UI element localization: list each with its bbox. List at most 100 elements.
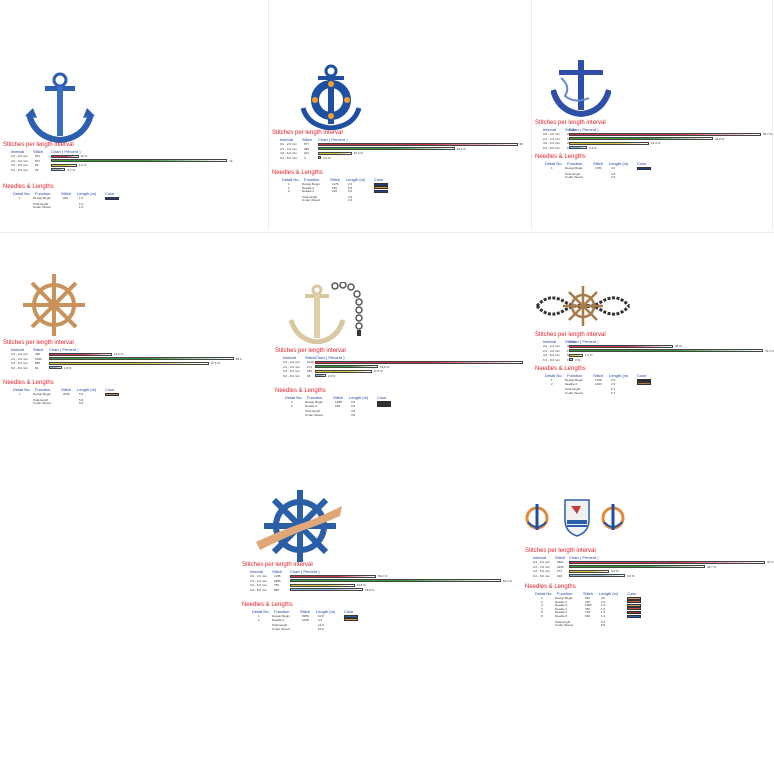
function-header: Function: [567, 373, 583, 378]
percent-bar: [49, 361, 209, 365]
stitches-section-title: Stitches per length interval: [3, 340, 74, 346]
interval-label: 6.0 - 8.0 mm: [11, 167, 28, 172]
percent-bar: [51, 159, 228, 162]
detail-no: 3: [541, 603, 543, 608]
detail-no: 3: [288, 189, 290, 194]
percent-bar: [290, 583, 355, 587]
percent-label: 54.3 %: [502, 578, 513, 583]
stitches-section-title: Stitches per length interval: [535, 332, 606, 338]
under-thread-row: Under thread 4.3: [545, 175, 675, 179]
stitch-count: 201: [304, 151, 310, 155]
thread-color-swatch: [105, 196, 119, 200]
percent-label: 11.5 %: [373, 369, 383, 373]
detail-no: 5: [541, 610, 543, 615]
interval-label: 6.0 - 8.0 mm: [250, 587, 267, 592]
interval-label: 4.0 - 6.0 mm: [11, 361, 28, 365]
percent-bar: [569, 574, 625, 577]
needles-section-title: Needles & Lengths: [535, 154, 586, 160]
total-label: Under thread: [305, 412, 323, 417]
total-label: Total length: [302, 194, 318, 199]
total-value: 10.5: [318, 626, 324, 631]
needle-length: 1.4: [601, 614, 606, 618]
percent-bar: [569, 560, 765, 564]
percent-label: 19.6 %: [456, 146, 466, 151]
percent-label: 72: [229, 158, 233, 163]
thread-color-swatch: [374, 189, 388, 193]
chart-percent-header: Chart ( Percent ): [290, 569, 320, 574]
stitch-count: 1186: [274, 574, 281, 578]
interval-label: 6.0 - 8.0 mm: [543, 357, 560, 362]
color-header: Color: [627, 591, 637, 596]
total-label: Under thread: [272, 626, 290, 631]
needle-stitch: 1180: [585, 603, 592, 608]
interval-label: 2.0 - 4.0 mm: [280, 146, 297, 151]
interval-label: 2.0 - 4.0 mm: [11, 158, 28, 163]
detail-no: 2: [288, 185, 290, 190]
needle-function: Needle 4: [555, 606, 568, 611]
interval-label: 2.0 - 4.0 mm: [250, 578, 267, 583]
percent-label: 56.7 %: [763, 132, 773, 136]
percent-bar: [569, 137, 713, 140]
stitch-count: 196: [557, 573, 563, 578]
needle-function: Needle 2: [272, 617, 285, 622]
stitch-count: 1015: [307, 360, 314, 364]
percent-label: 12 %: [80, 154, 88, 158]
needle-length: 3.6: [351, 400, 356, 404]
needle-function: Needle 2: [305, 403, 318, 408]
color-header: Color: [637, 161, 647, 166]
percent-label: 4.3 %: [589, 145, 597, 150]
ship-wheel-art: [23, 274, 85, 336]
stitch-interval-row: 0.0 - 2.0 mm98156.7 %: [543, 132, 774, 136]
interval-label: 6.0 - 8.0 mm: [533, 573, 550, 578]
length-header: Length (m): [599, 591, 619, 596]
stitch-count: 19: [567, 358, 570, 362]
needle-function: Needle 2: [565, 381, 578, 386]
stitch-header: Stitch: [33, 149, 44, 154]
needles-section-title: Needles & Lengths: [272, 170, 323, 176]
total-label: Total length: [33, 201, 49, 206]
stitch-count: 2905: [557, 564, 564, 569]
grid-divider: [0, 232, 774, 233]
stitch-count: 29: [35, 167, 39, 172]
needle-stitch: 1293: [595, 381, 602, 386]
total-label: Under thread: [565, 175, 583, 180]
chart-percent-header: Chart ( Percent ): [318, 137, 348, 142]
percent-bar: [51, 163, 77, 167]
interval-header: Interval: [533, 555, 547, 560]
percent-bar: [569, 358, 573, 361]
detail-no: 1: [19, 196, 21, 200]
total-value: 2.2: [348, 198, 353, 203]
needle-function: Design Begin: [565, 378, 583, 382]
length-header: Length (m): [77, 387, 97, 392]
total-label: Under thread: [302, 198, 320, 203]
stitch-header: Stitch: [330, 177, 341, 182]
percent-bar: [315, 360, 523, 364]
total-value: 4.3: [611, 175, 616, 180]
stitch-interval-row: 4.0 - 6.0 mm681.9 %: [543, 353, 774, 357]
detail-no-header: Detail No.: [13, 387, 31, 392]
detail-no: 2: [258, 617, 260, 622]
percent-bar: [290, 579, 501, 582]
